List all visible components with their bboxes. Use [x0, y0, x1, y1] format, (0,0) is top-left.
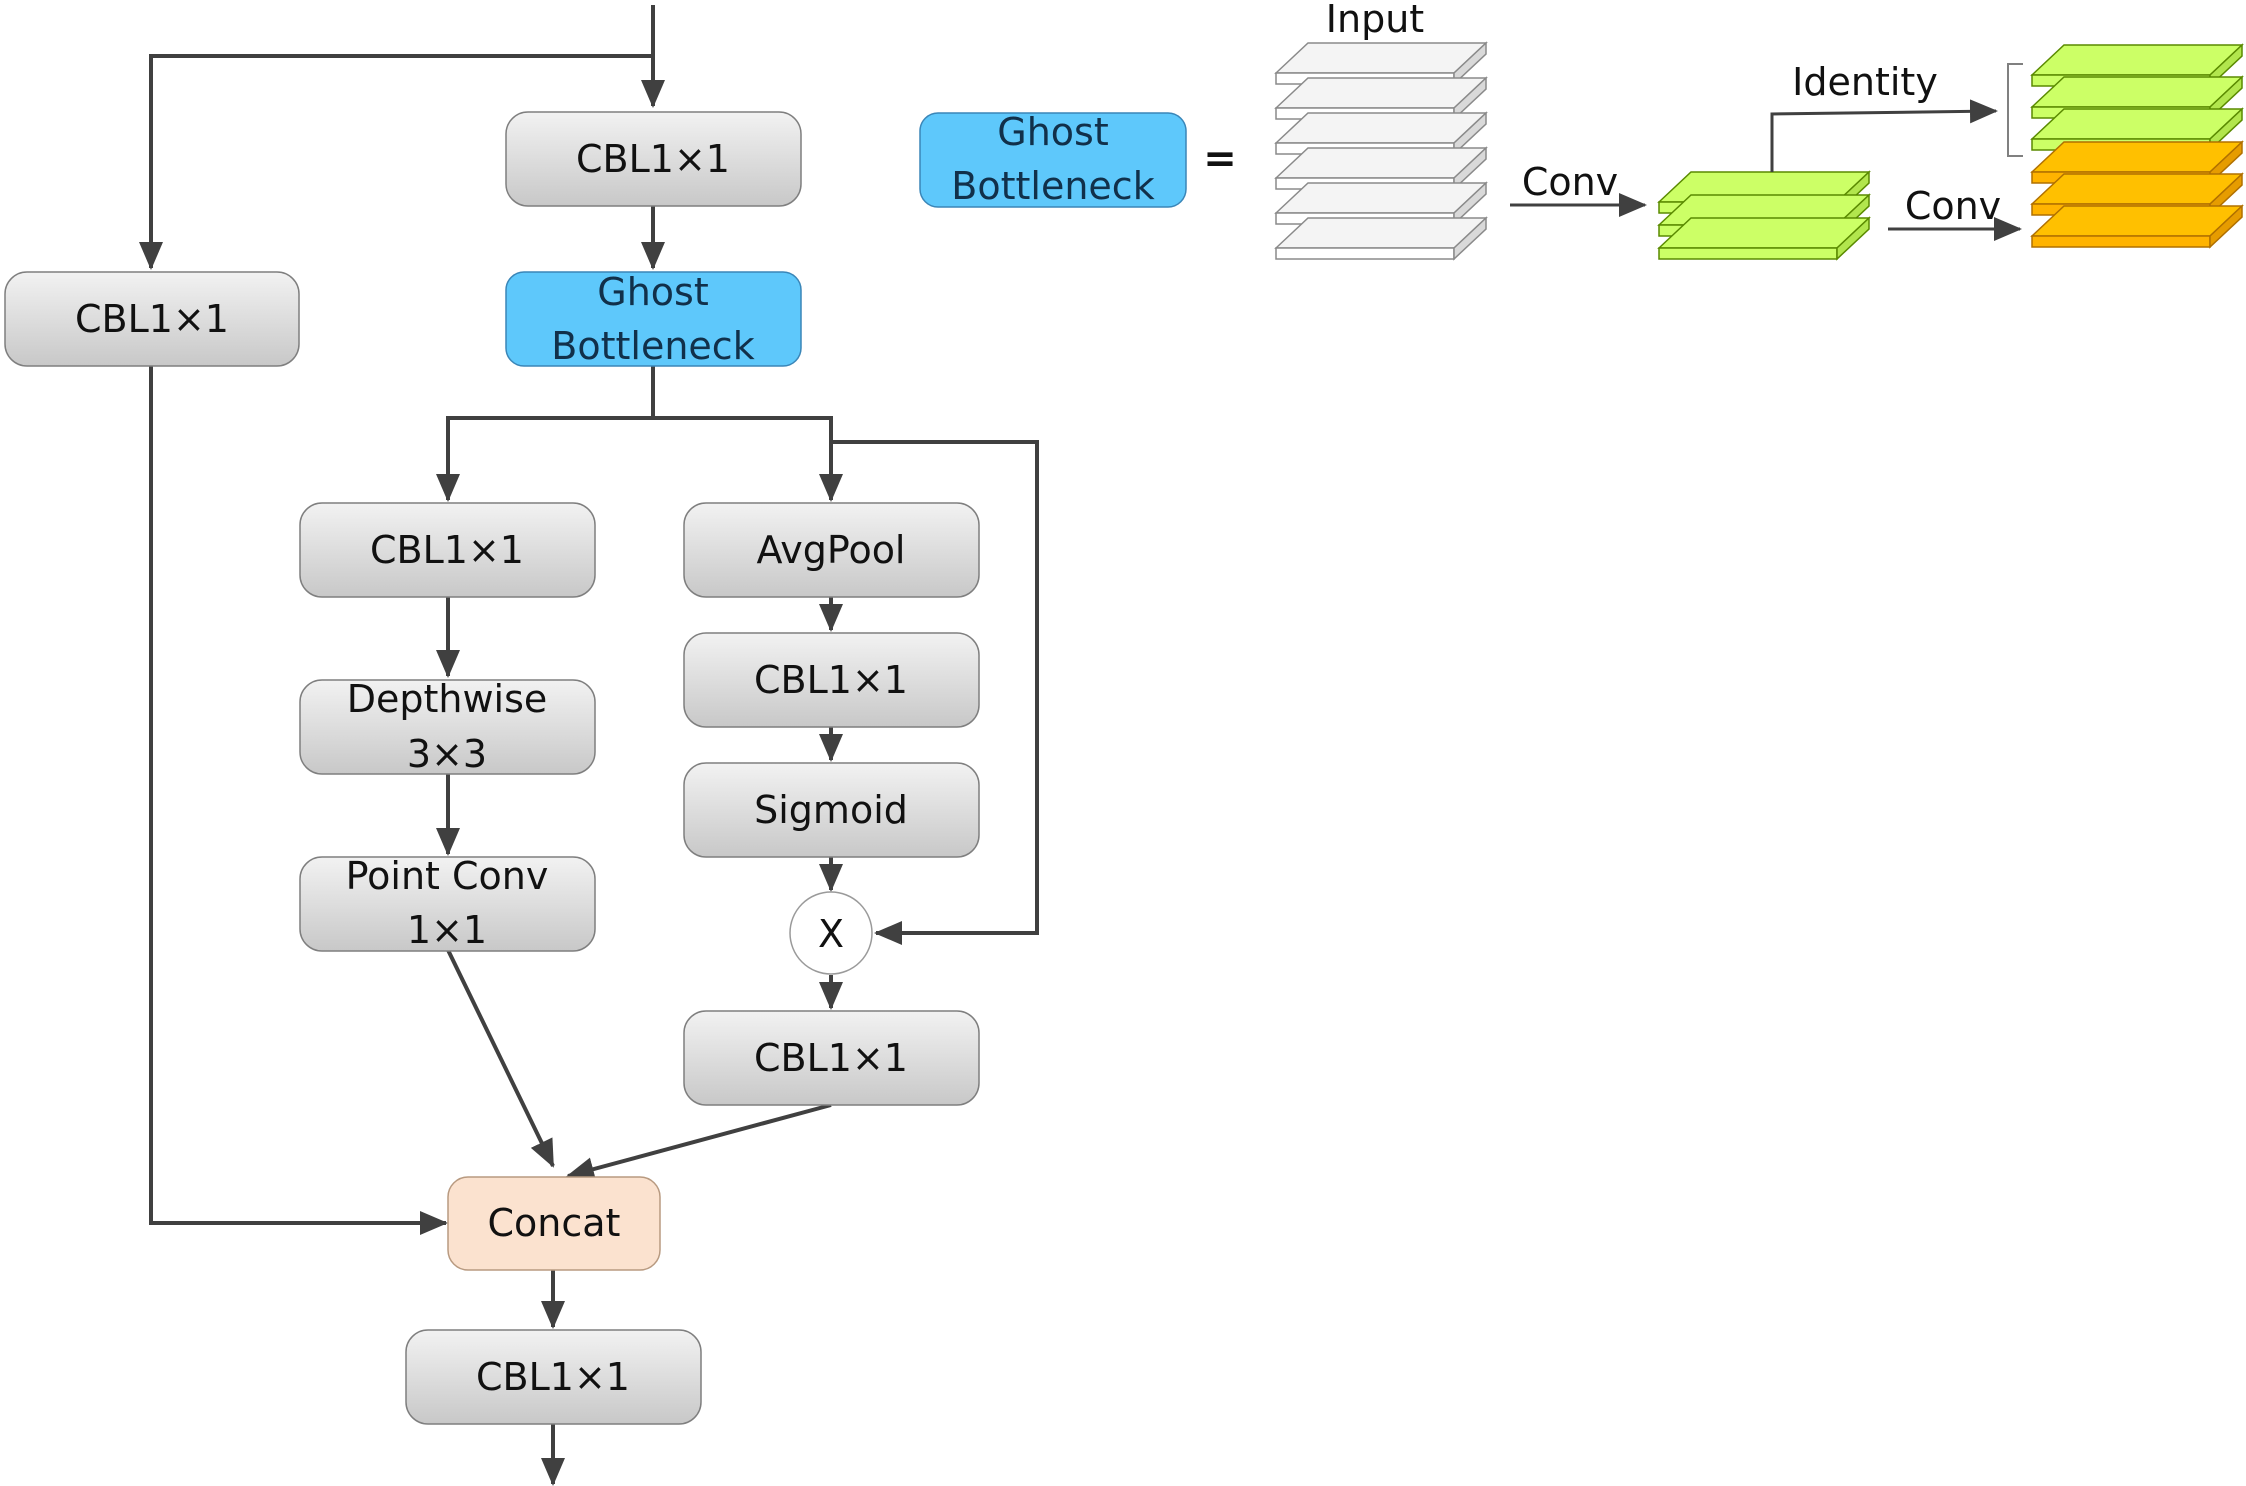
conv-label-1: Conv	[1522, 160, 1618, 204]
arrow-shortcut	[139, 54, 653, 270]
connector-lines	[139, 5, 1039, 1486]
cbl-se-label: CBL1×1	[754, 658, 908, 702]
identity-bracket	[2007, 63, 2023, 157]
depthwise-box: Depthwise 3×3	[299, 677, 596, 776]
intrinsic-feature-stack	[1657, 170, 1871, 261]
input-feature-stack	[1274, 41, 1488, 261]
arrow-cbl-concat	[566, 1103, 832, 1181]
arrow-se-skip	[831, 440, 1039, 945]
pointconv-label-2: 1×1	[407, 908, 487, 952]
concat-label: Concat	[488, 1201, 621, 1245]
ghost-legend-label-1: Ghost	[997, 110, 1108, 154]
concat-box: Concat	[447, 1176, 661, 1271]
identity-arrow	[1770, 99, 1998, 172]
depthwise-label-2: 3×3	[407, 732, 487, 776]
multiply-label: X	[818, 912, 844, 956]
identity-output-stack	[2030, 43, 2244, 152]
cbl-top-box: CBL1×1	[505, 111, 802, 207]
input-slab	[1274, 216, 1488, 261]
avgpool-label: AvgPool	[757, 528, 906, 572]
identity-label: Identity	[1792, 60, 1938, 104]
conv-label-2: Conv	[1905, 184, 2001, 228]
cbl-shortcut-label: CBL1×1	[75, 297, 229, 341]
arrow-branch-b	[653, 416, 843, 502]
ghost-legend-label-2: Bottleneck	[951, 164, 1154, 208]
ghost-bottleneck-label-2: Bottleneck	[551, 324, 754, 368]
ghost-output-stack	[2030, 140, 2244, 249]
ghost-legend-box: Ghost Bottleneck	[919, 110, 1187, 208]
cbl-branch-a-label: CBL1×1	[370, 528, 524, 572]
avgpool-box: AvgPool	[683, 502, 980, 598]
ghost-slab	[2030, 204, 2244, 249]
cbl-branch-a-box: CBL1×1	[299, 502, 596, 598]
pointconv-box: Point Conv 1×1	[299, 854, 596, 952]
cbl-top-label: CBL1×1	[576, 137, 730, 181]
arrow-shortcut-concat	[149, 364, 448, 1235]
cbl-shortcut-box: CBL1×1	[4, 271, 300, 367]
pointconv-label-1: Point Conv	[346, 854, 549, 898]
ghost-bottleneck-box: Ghost Bottleneck	[505, 270, 802, 368]
cbl-after-multiply-box: CBL1×1	[683, 1010, 980, 1106]
multiply-node: X	[789, 891, 873, 975]
ghost-bottleneck-label-1: Ghost	[597, 270, 708, 314]
intrinsic-slab	[1657, 216, 1871, 261]
arrow-pointconv-concat	[446, 949, 555, 1168]
equals-sign: =	[1203, 136, 1237, 182]
sigmoid-box: Sigmoid	[683, 762, 980, 858]
depthwise-label-1: Depthwise	[347, 677, 548, 721]
arrow-branch-a	[436, 366, 655, 502]
cbl-out-label: CBL1×1	[476, 1355, 630, 1399]
input-label: Input	[1326, 0, 1424, 41]
cbl-se-box: CBL1×1	[683, 632, 980, 728]
cbl-out-box: CBL1×1	[405, 1329, 702, 1425]
sigmoid-label: Sigmoid	[754, 788, 908, 832]
cbl-after-multiply-label: CBL1×1	[754, 1036, 908, 1080]
